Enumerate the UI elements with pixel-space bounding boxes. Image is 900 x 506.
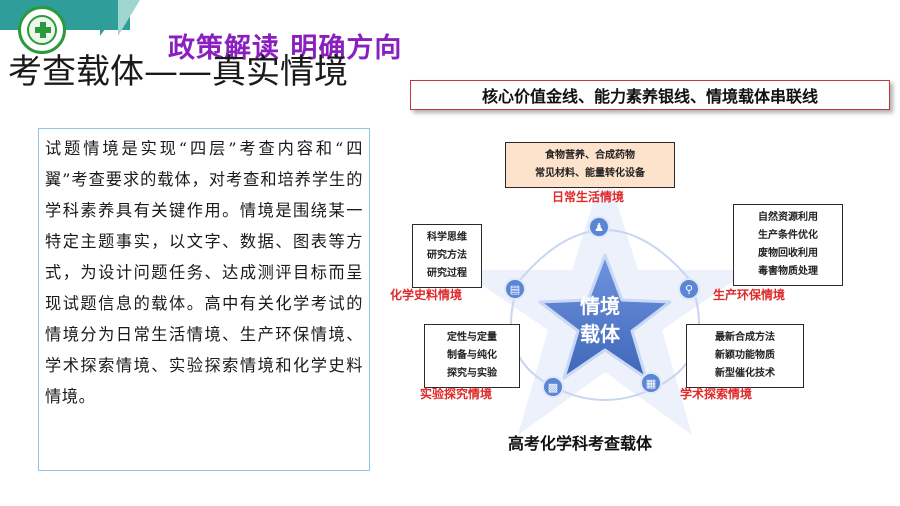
center-star <box>538 253 672 380</box>
diagram-svg <box>460 165 750 435</box>
section-heading: 核心价值金线、能力素养银线、情境载体串联线 <box>410 80 890 110</box>
people-icon: ♟ <box>588 216 610 238</box>
header-triangle-light <box>118 0 140 36</box>
experiment-label: 实验探究情境 <box>420 387 493 401</box>
daily-life-box: 食物营养、合成药物 常见材料、能量转化设备 <box>505 142 675 188</box>
building-icon: ▩ <box>542 376 564 398</box>
context-diagram: 情境 载体 食物营养、合成药物 常见材料、能量转化设备 日常生活情境 ♟ 自然资… <box>380 120 900 460</box>
diagram-caption: 高考化学科考查载体 <box>508 434 653 453</box>
center-text-2: 载体 <box>580 322 620 346</box>
page-title: 考查载体——真实情境 <box>8 52 348 92</box>
center-text-1: 情境 <box>580 294 620 318</box>
document-icon: ▤ <box>504 278 526 300</box>
daily-life-label: 日常生活情境 <box>552 190 625 204</box>
production-env-label: 生产环保情境 <box>713 288 786 302</box>
body-paragraph: 试题情境是实现“四层”考查内容和“四翼”考查要求的载体，对考查和培养学生的学科素… <box>45 139 363 406</box>
experiment-box: 定性与定量 制备与纯化 探究与实验 <box>424 324 520 388</box>
history-box: 科学思维 研究方法 研究过程 <box>412 224 482 288</box>
academic-label: 学术探索情境 <box>680 387 753 401</box>
connecting-arc <box>510 229 700 401</box>
banner-title: 政策解读 明确方向 <box>168 33 403 64</box>
history-label: 化学史料情境 <box>390 288 463 302</box>
location-pin-icon: ⚲ <box>678 278 700 300</box>
body-text-box: 试题情境是实现“四层”考查内容和“四翼”考查要求的载体，对考查和培养学生的学科素… <box>38 128 370 471</box>
academic-box: 最新合成方法 新颖功能物质 新型催化技术 <box>686 324 804 388</box>
academic-icon: ▦ <box>640 372 662 394</box>
production-env-box: 自然资源利用 生产条件优化 废物回收利用 毒害物质处理 <box>733 204 843 286</box>
school-seal-icon <box>18 6 66 54</box>
